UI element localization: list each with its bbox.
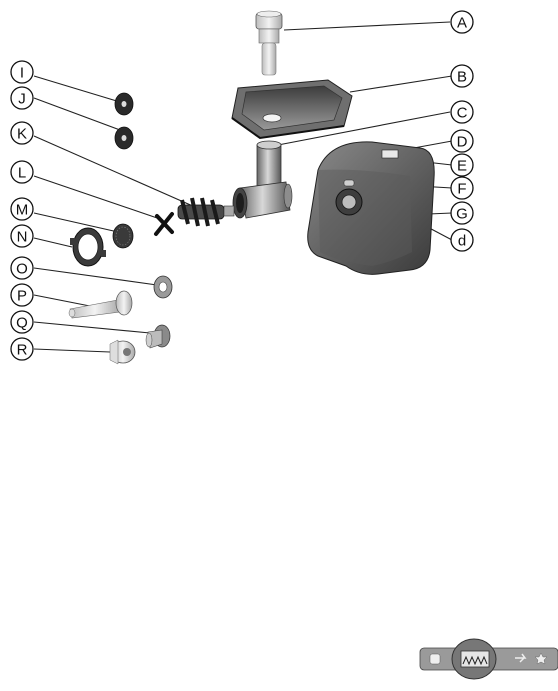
callout-Q: Q [11,311,33,333]
locking-ring-icon [70,228,106,266]
callout-P: P [11,284,33,306]
svg-text:G: G [456,206,468,223]
cookie-attachment-icon [420,639,558,679]
kebbe-attachment-icon [110,340,135,364]
kebbe-attachment-icon [146,325,170,348]
svg-text:O: O [16,261,28,278]
svg-text:D: D [457,134,468,151]
svg-text:d: d [458,233,466,250]
callout-C: C [451,101,473,123]
food-pusher-icon [256,11,282,75]
svg-text:R: R [17,342,28,359]
cutting-plate-icon [115,93,133,149]
callout-F: F [451,177,473,199]
svg-text:I: I [20,65,24,82]
grinder-head-icon [233,141,292,218]
svg-text:K: K [17,126,27,143]
callout-E: E [451,154,473,176]
motor-housing-icon [308,142,435,274]
sausage-nozzle-icon [154,276,172,298]
callout-A: A [451,11,473,33]
callout-O: O [11,257,33,279]
callout-M: M [11,198,33,220]
sausage-nozzle-icon [69,291,132,318]
cross-blade-icon [156,214,172,234]
callout-J: J [11,87,33,109]
callout-K: K [11,122,33,144]
svg-text:F: F [457,181,466,198]
callout-d: d [451,229,473,251]
callout-N: N [11,225,33,247]
callout-D: D [451,130,473,152]
svg-text:E: E [457,158,467,175]
svg-text:C: C [457,105,468,122]
svg-text:J: J [18,91,26,108]
auger-screw-icon [178,198,234,226]
feeding-tray-icon [232,80,352,138]
callout-L: L [11,161,33,183]
cutting-plate-icon [113,224,133,248]
svg-text:N: N [17,229,28,246]
svg-text:B: B [457,69,467,86]
svg-text:A: A [457,15,467,32]
callout-R: R [11,338,33,360]
svg-text:P: P [17,288,27,305]
svg-text:Q: Q [16,315,28,332]
svg-text:M: M [16,202,29,219]
callout-G: G [451,202,473,224]
callout-I: I [11,61,33,83]
callout-B: B [451,65,473,87]
svg-text:L: L [18,165,26,182]
